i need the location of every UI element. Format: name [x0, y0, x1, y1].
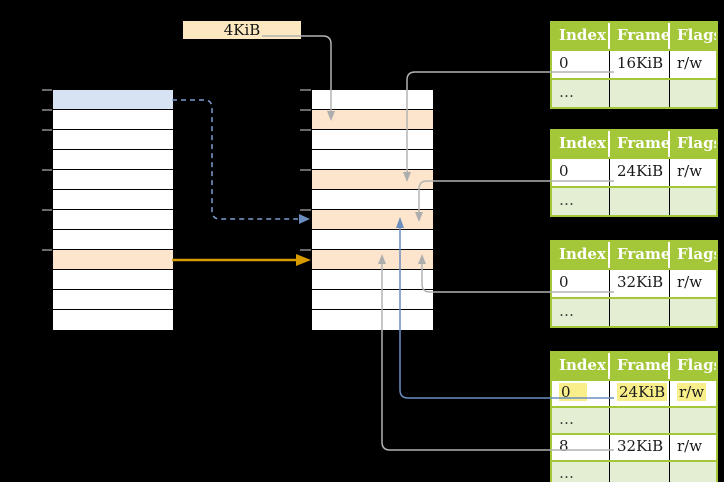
header-index: Index — [552, 131, 610, 157]
header-index: Index — [552, 23, 610, 49]
cell-frame: 24KiB — [610, 381, 670, 406]
virtual-row — [53, 110, 173, 130]
table-row: 8 32KiB r/w — [552, 433, 716, 460]
virtual-row — [53, 130, 173, 150]
physical-row-frame — [312, 210, 433, 230]
cell-index: … — [552, 462, 610, 482]
physical-row — [312, 270, 433, 290]
table-row-ellipsis: … — [552, 78, 716, 107]
virtual-table-ticks — [42, 89, 52, 251]
cell-index: … — [552, 80, 610, 107]
header-flags: Flags — [677, 356, 716, 374]
header-flags: Flags — [677, 134, 716, 152]
page-table-1: Index Frame Flags 0 16KiB r/w … — [550, 21, 718, 109]
cell-index: 0 — [552, 159, 610, 186]
table-row-ellipsis: … — [552, 406, 716, 433]
page-size-label: 4KiB — [183, 21, 301, 39]
cell-index: 0 — [552, 270, 610, 297]
cell-flags — [670, 80, 716, 107]
page-table-3: Index Frame Flags 0 32KiB r/w … — [550, 240, 718, 328]
cell-flags: r/w — [677, 54, 703, 72]
cell-frame — [610, 80, 670, 107]
cell-frame: 32KiB — [610, 435, 670, 460]
page-table-header: Index Frame Flags — [552, 131, 716, 157]
cell-frame — [610, 462, 670, 482]
header-flags: Flags — [677, 245, 716, 263]
cell-flags — [670, 408, 716, 433]
cell-flags: r/w — [670, 381, 716, 406]
header-frame: Frame — [610, 353, 670, 379]
physical-memory-table — [311, 89, 434, 331]
virtual-row — [53, 150, 173, 170]
page-table-2: Index Frame Flags 0 24KiB r/w … — [550, 129, 718, 217]
physical-row — [312, 190, 433, 210]
cell-flags — [670, 462, 716, 482]
header-frame: Frame — [610, 23, 670, 49]
table-row: 0 32KiB r/w — [552, 268, 716, 297]
arrow-virtual-to-physical-dashed — [172, 99, 310, 224]
highlight-mark: 24KiB — [617, 383, 668, 401]
page-table-header: Index Frame Flags — [552, 23, 716, 49]
cell-frame — [610, 299, 670, 326]
cell-frame — [610, 408, 670, 433]
cell-flags — [670, 299, 716, 326]
cell-index: 0 — [552, 51, 610, 78]
physical-row-frame — [312, 170, 433, 190]
table-row-ellipsis: … — [552, 186, 716, 215]
cell-index: 8 — [552, 435, 610, 460]
cell-index: 0 — [552, 381, 610, 406]
table-row-ellipsis: … — [552, 460, 716, 482]
arrow-virtual-to-physical-orange — [172, 254, 311, 266]
table-row-highlighted: 0 24KiB r/w — [552, 379, 716, 406]
cell-frame: 16KiB — [610, 51, 670, 78]
cell-flags: r/w — [677, 162, 703, 180]
header-frame: Frame — [610, 242, 670, 268]
cell-flags: r/w — [677, 437, 703, 455]
virtual-row — [53, 230, 173, 250]
virtual-row — [53, 170, 173, 190]
table-row: 0 24KiB r/w — [552, 157, 716, 186]
table-row-ellipsis: … — [552, 297, 716, 326]
page-table-4: Index Frame Flags 0 24KiB r/w … 8 32KiB … — [550, 351, 718, 482]
virtual-row-mapped-blue — [53, 90, 173, 110]
page-table-header: Index Frame Flags — [552, 353, 716, 379]
physical-row — [312, 230, 433, 250]
cell-index: … — [552, 299, 610, 326]
page-table-header: Index Frame Flags — [552, 242, 716, 268]
virtual-row — [53, 290, 173, 310]
table-row: 0 16KiB r/w — [552, 49, 716, 78]
physical-row — [312, 90, 433, 110]
virtual-row — [53, 190, 173, 210]
cell-index: … — [552, 408, 610, 433]
cell-index: … — [552, 188, 610, 215]
cell-flags — [670, 188, 716, 215]
virtual-row — [53, 310, 173, 330]
physical-row — [312, 290, 433, 310]
physical-row-frame — [312, 250, 433, 270]
highlight-mark: 0 — [559, 383, 587, 401]
physical-row — [312, 130, 433, 150]
physical-row — [312, 150, 433, 170]
header-index: Index — [552, 242, 610, 268]
cell-frame — [610, 188, 670, 215]
cell-frame: 24KiB — [610, 159, 670, 186]
header-index: Index — [552, 353, 610, 379]
virtual-row-mapped-orange — [53, 250, 173, 270]
physical-row — [312, 310, 433, 330]
virtual-memory-table — [52, 89, 174, 331]
highlight-mark: r/w — [677, 383, 707, 401]
virtual-row — [53, 270, 173, 290]
cell-frame: 32KiB — [610, 270, 670, 297]
cell-flags: r/w — [677, 273, 703, 291]
physical-row-frame — [312, 110, 433, 130]
header-flags: Flags — [677, 26, 716, 44]
header-frame: Frame — [610, 131, 670, 157]
virtual-row — [53, 210, 173, 230]
physical-table-ticks — [300, 89, 311, 251]
